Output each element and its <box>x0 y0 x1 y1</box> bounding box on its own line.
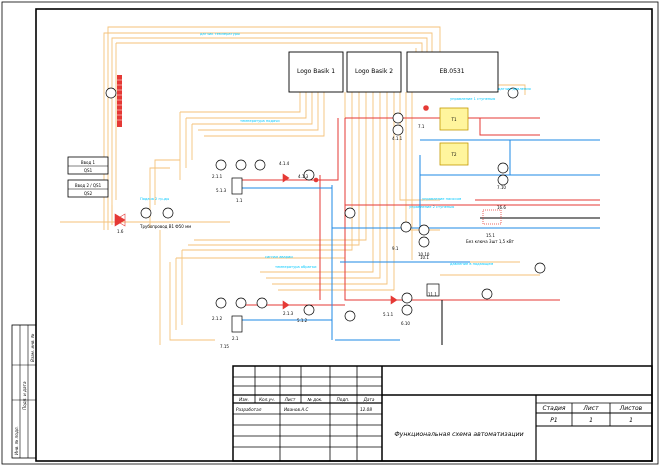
heat-exchangers: Т1 Т2 <box>439 107 469 166</box>
stage-header: Листов <box>619 405 643 412</box>
title-block <box>232 365 653 462</box>
stamp-label-3: Взам. инв. № <box>30 333 35 362</box>
tag: 2.1 <box>232 336 239 341</box>
tb-header: Подп. <box>337 397 350 402</box>
tag: 5.1.1 <box>383 312 394 317</box>
annotation: датчик давления <box>498 87 531 91</box>
terminal-strip <box>117 75 122 127</box>
annotation: управление насосом <box>422 197 462 201</box>
tag: 9.1 <box>392 246 399 251</box>
tag: 16.6 <box>497 205 506 210</box>
annotation: Подача 2 гр-ды <box>140 197 169 201</box>
annotation: датчик температуры <box>200 32 240 36</box>
tag: 10.10 <box>418 252 430 257</box>
title-block-text: Изм. Кол.уч. Лист № док. Подп. Дата Разр… <box>236 397 643 438</box>
drawing-frame <box>35 8 653 462</box>
input-panels: Ввод 1 QS1 Ввод 2 / QS1 QS2 <box>67 156 109 198</box>
controller-label: Logo Basik 2 <box>355 68 393 75</box>
tag: 11.1 <box>428 292 437 297</box>
panel-1-value: QS1 <box>84 168 93 173</box>
valves <box>114 105 429 310</box>
annotation: Без ключа 3шт 1,5 кВт <box>466 239 515 244</box>
panel-2-title: Ввод 2 / QS1 <box>75 183 102 188</box>
signal-lines <box>60 26 540 345</box>
annotation: Трубопровод В1 Ф50 мм <box>139 224 191 229</box>
tb-cell: Иванов.А.С <box>284 407 308 412</box>
tag: 1.6 <box>117 229 124 234</box>
controller-blocks: Logo Basik 1 Logo Basik 2 EB.0531 <box>288 51 499 93</box>
stage-value: 1 <box>589 417 593 424</box>
annotation: управление 2 ступенью <box>409 205 454 209</box>
tag: 5.1.3 <box>216 188 227 193</box>
controller-logo-basik-2: Logo Basik 2 <box>346 51 402 93</box>
side-stamp: Инв. № подл. Подп. и дата Взам. инв. № <box>11 324 37 459</box>
annotations: датчик температуры управление 1 ступенью… <box>139 32 531 269</box>
tb-header: Дата <box>363 397 375 402</box>
pipes <box>240 117 600 345</box>
tag-labels: 1.1 2.1 4.1.3 4.1.4 2.1.1 2.1.2 5.1.1 5.… <box>117 124 506 349</box>
controller-label: EB.0531 <box>439 68 464 75</box>
tag: 7.1 <box>418 124 425 129</box>
annotation: управление 1 ступенью <box>450 97 495 101</box>
controller-eb0531: EB.0531 <box>406 51 499 93</box>
tag: 4.1.1 <box>392 136 403 141</box>
controller-label: Logo Basik 1 <box>297 68 335 75</box>
drawing-title: Функциональная схема автоматизации <box>394 431 523 438</box>
boilers <box>231 177 502 333</box>
tb-header: Кол.уч. <box>259 397 275 402</box>
sensors <box>105 87 546 322</box>
tag: 2.1.3 <box>283 311 294 316</box>
svg-text:Т2: Т2 <box>451 152 457 157</box>
stage-header: Стадия <box>542 405 565 412</box>
tb-cell: 12.08 <box>360 407 372 412</box>
annotation: температура обратки <box>275 265 317 269</box>
tag: 7.15 <box>220 344 229 349</box>
stamp-label-1: Инв. № подл. <box>14 426 19 455</box>
stage-value: Р1 <box>550 417 557 424</box>
tb-cell: Разработал <box>236 407 262 412</box>
pumps <box>303 112 509 316</box>
tag: 4.1.4 <box>279 161 290 166</box>
tag: 7.10 <box>497 185 506 190</box>
tb-header: Изм. <box>239 397 249 402</box>
annotation: сигнал аварии <box>265 255 293 259</box>
tag: 4.1.3 <box>298 174 309 179</box>
tag: 10.1 <box>420 255 429 260</box>
tag: 2.1.2 <box>212 316 223 321</box>
panel-1-title: Ввод 1 <box>81 160 96 165</box>
stage-value: 1 <box>629 417 633 424</box>
annotation: температура подачи <box>240 119 280 123</box>
tb-header: № док. <box>306 397 322 402</box>
tag: 5.1.2 <box>297 318 308 323</box>
stamp-label-2: Подп. и дата <box>22 381 27 410</box>
tag: 1.1 <box>236 198 243 203</box>
stage-header: Лист <box>582 405 599 412</box>
svg-text:Т1: Т1 <box>451 117 457 122</box>
panel-2-value: QS2 <box>84 191 93 196</box>
annotation: давление в подающем <box>450 262 493 266</box>
tb-header: Лист <box>284 397 296 402</box>
tag: 15.1 <box>486 233 495 238</box>
tag: 6.10 <box>401 321 410 326</box>
controller-logo-basik-1: Logo Basik 1 <box>288 51 344 93</box>
tag: 2.1.1 <box>212 174 223 179</box>
